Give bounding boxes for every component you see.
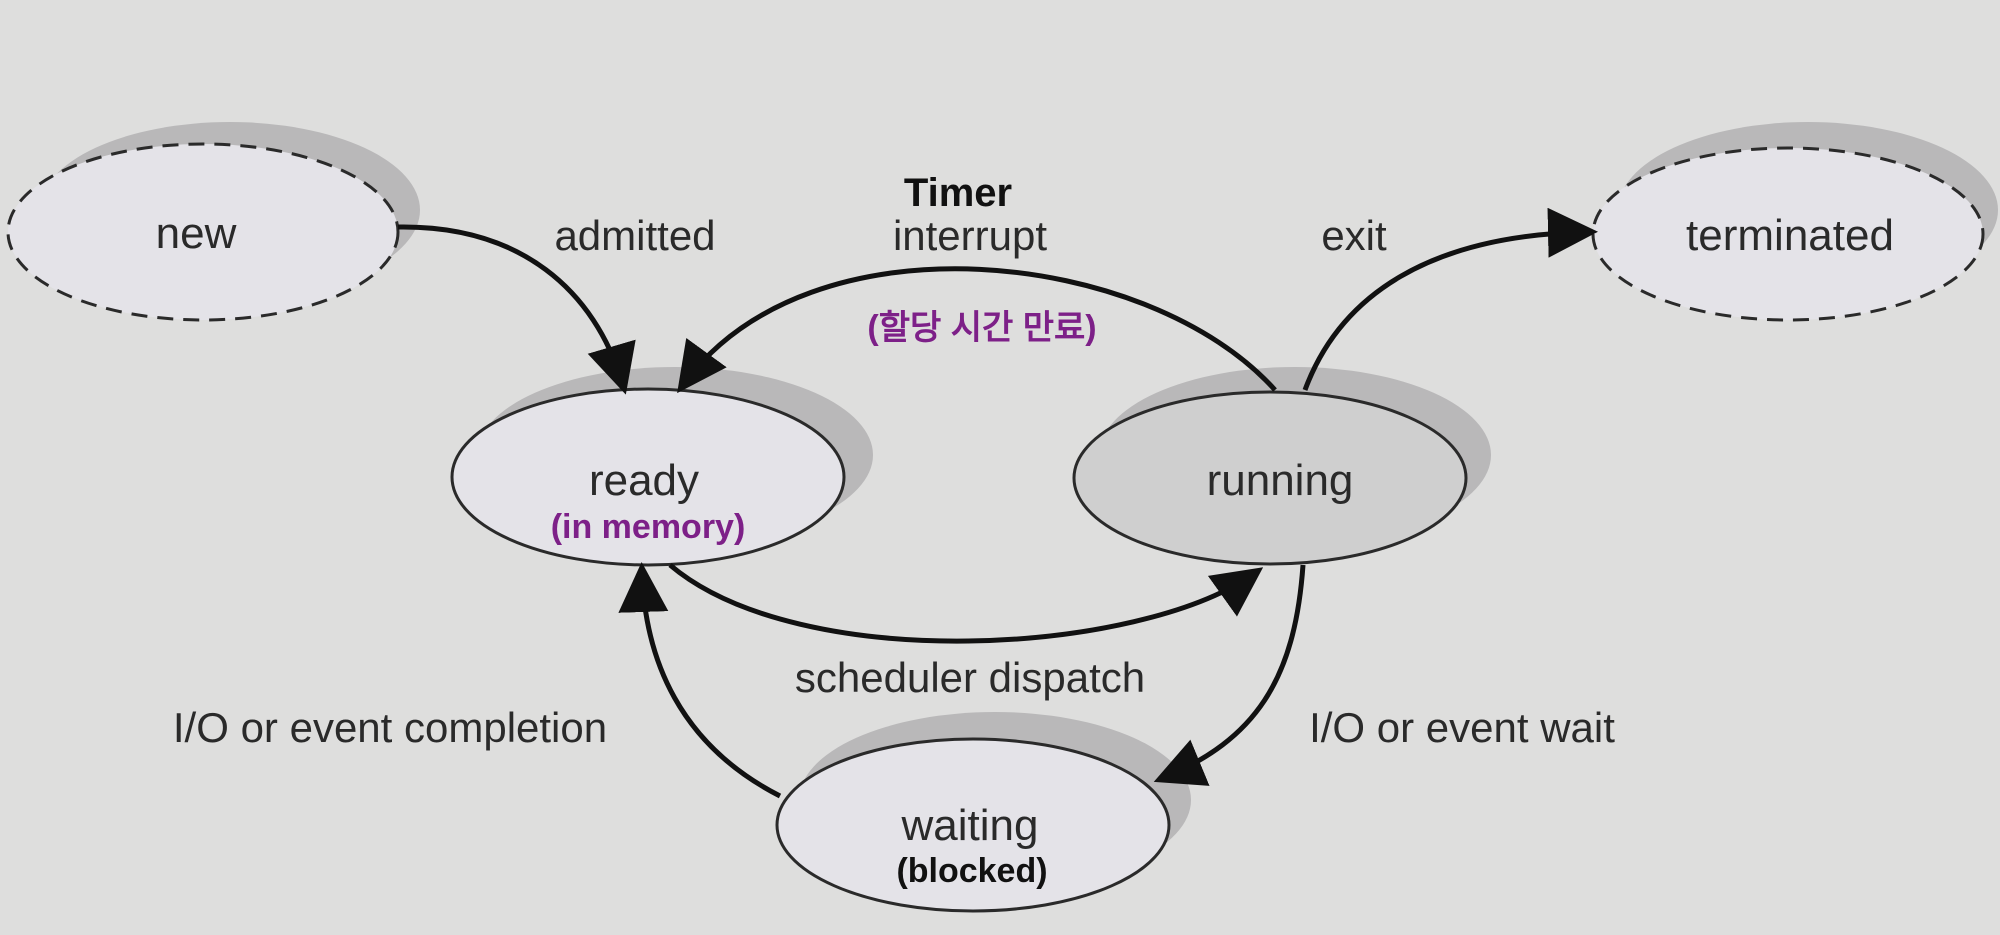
- arrow-admitted: [397, 224, 636, 395]
- label-scheduler-dispatch: scheduler dispatch: [795, 654, 1145, 701]
- label-timer-note: (할당 시간 만료): [867, 309, 1096, 347]
- state-running-ellipse: [1072, 390, 1468, 566]
- label-timer-title: Timer: [904, 171, 1012, 215]
- label-exit: exit: [1321, 212, 1387, 259]
- label-admitted: admitted: [554, 212, 715, 259]
- state-new-label: new: [156, 209, 237, 258]
- state-ready: ready (in memory): [450, 367, 873, 567]
- label-timer-interrupt: interrupt: [893, 212, 1047, 259]
- arrow-timer-interrupt: [677, 266, 1277, 394]
- state-ready-note: (in memory): [551, 508, 746, 546]
- label-io-event-completion: I/O or event completion: [173, 704, 607, 751]
- arrow-exit: [1302, 207, 1598, 391]
- state-new-ellipse: [6, 142, 400, 322]
- state-waiting: waiting (blocked): [775, 712, 1191, 913]
- state-waiting-ellipse: [775, 737, 1171, 913]
- state-terminated-label: terminated: [1686, 211, 1894, 260]
- state-new: new: [6, 122, 420, 322]
- arrow-scheduler-dispatch: [668, 563, 1264, 644]
- arrow-io-event-wait: [1153, 564, 1306, 786]
- state-ready-label: ready: [589, 456, 699, 505]
- arrow-io-event-completion: [618, 562, 782, 799]
- state-running: running: [1072, 367, 1491, 566]
- label-io-event-wait: I/O or event wait: [1309, 704, 1615, 751]
- state-terminated: terminated: [1591, 122, 1998, 322]
- state-waiting-label: waiting: [901, 801, 1039, 850]
- state-waiting-note: (blocked): [896, 852, 1047, 890]
- state-running-label: running: [1207, 456, 1354, 505]
